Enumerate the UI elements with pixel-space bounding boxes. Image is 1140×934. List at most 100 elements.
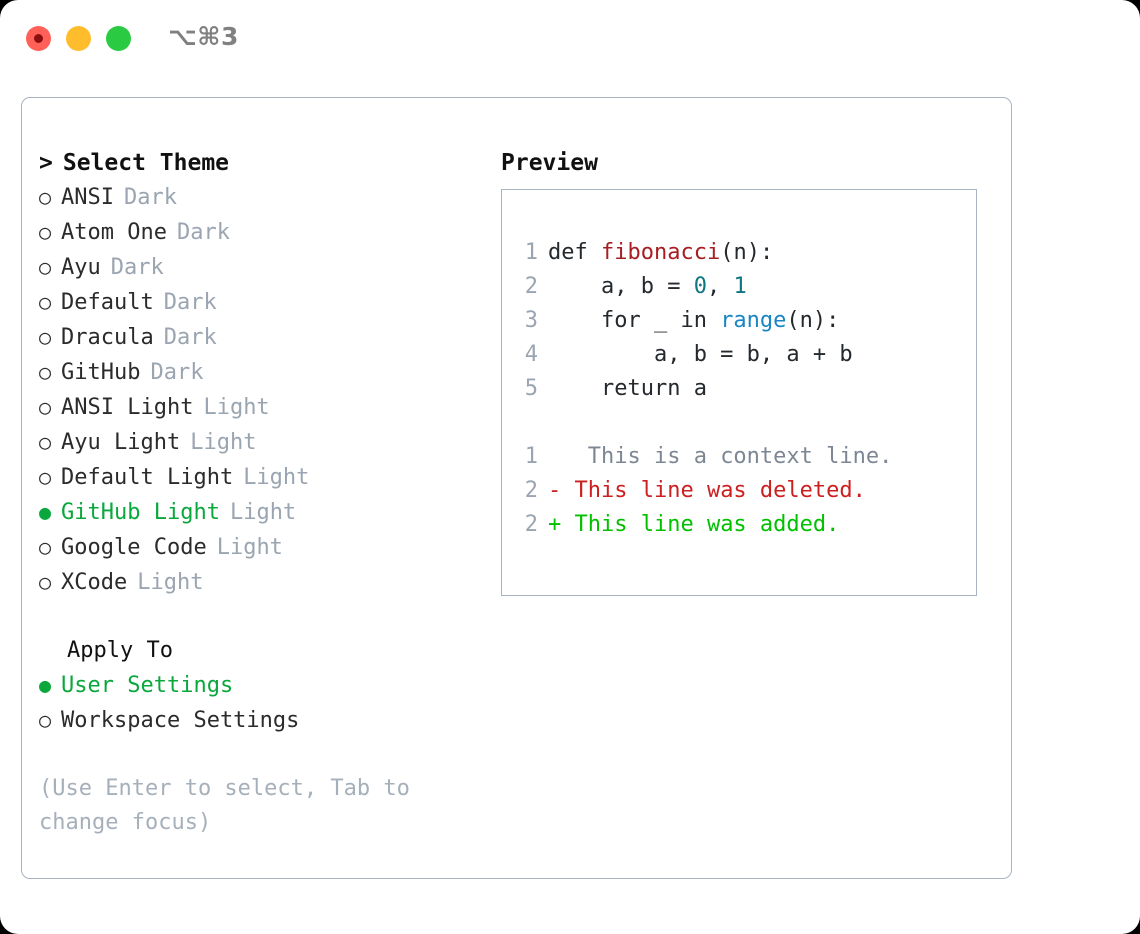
apply-to-list: ●User Settings ○ Workspace Settings: [39, 668, 489, 738]
radio-unselected-icon: ○: [39, 465, 52, 489]
diff-text: This line was deleted.: [561, 478, 866, 503]
radio-unselected-icon: ○: [39, 325, 52, 349]
code-token: def: [548, 240, 601, 265]
theme-option-tag: Dark: [176, 220, 230, 245]
diff-line: 1 This is a context line.: [516, 440, 893, 474]
theme-option-ansi[interactable]: ○ ANSI Dark: [39, 180, 489, 215]
code-token: 0: [693, 274, 707, 299]
keyboard-hint-text: (Use Enter to select, Tab to change focu…: [39, 776, 410, 835]
diff-marker: +: [548, 512, 562, 537]
theme-option-tag: Light: [216, 535, 283, 560]
theme-option-tag: Dark: [163, 325, 217, 350]
caret-icon: >: [39, 150, 53, 176]
theme-option-label: Default: [61, 290, 154, 315]
radio-unselected-icon: ○: [39, 395, 52, 419]
radio-unselected-icon: ○: [39, 570, 52, 594]
code-spacer: [516, 406, 892, 440]
theme-option-label: Dracula: [61, 325, 154, 350]
code-token: return a: [548, 376, 707, 401]
line-number: 1: [524, 240, 538, 265]
line-number: 2: [524, 512, 538, 537]
code-token: ,: [706, 274, 734, 299]
radio-unselected-icon: ○: [39, 255, 52, 279]
line-number: 5: [524, 376, 538, 401]
apply-to-option-user-settings[interactable]: ●User Settings: [39, 668, 489, 703]
theme-option-tag: Light: [203, 395, 270, 420]
theme-option-tag: Light: [243, 465, 310, 490]
theme-option-default-light[interactable]: ○ Default Light Light: [39, 460, 489, 495]
line-number: 2: [524, 478, 538, 503]
code-line: 2 a, b = 0, 1: [516, 270, 892, 304]
diff-line: 2- This line was deleted.: [516, 474, 892, 508]
traffic-light-buttons: [26, 26, 131, 51]
page-title-text: Select Theme: [62, 150, 230, 176]
theme-option-label: Ayu Light: [61, 430, 181, 455]
apply-to-option-label: Workspace Settings: [61, 708, 300, 733]
radio-unselected-icon: ○: [39, 185, 52, 209]
keyboard-shortcut-label: ⌥⌘3: [168, 22, 239, 51]
theme-option-label: XCode: [61, 570, 128, 595]
diff-line: 2+ This line was added.: [516, 508, 892, 542]
minimize-button-icon[interactable]: [66, 26, 91, 51]
line-number: 1: [524, 444, 538, 469]
diff-text: This is a context line.: [561, 444, 893, 469]
spacer: [39, 600, 489, 634]
code-line: 3 for _ in range(n):: [516, 304, 892, 338]
preview-title: Preview: [501, 150, 598, 176]
radio-unselected-icon: ○: [39, 360, 52, 384]
theme-option-default[interactable]: ○ Default Dark: [39, 285, 489, 320]
theme-option-dracula[interactable]: ○ Dracula Dark: [39, 320, 489, 355]
theme-option-github[interactable]: ○ GitHub Dark: [39, 355, 489, 390]
code-token: a, b = b, a + b: [548, 342, 853, 367]
radio-unselected-icon: ○: [39, 708, 52, 732]
code-token: a, b =: [548, 274, 694, 299]
radio-unselected-icon: ○: [39, 290, 52, 314]
line-number: 4: [524, 342, 538, 367]
line-number: 3: [524, 308, 538, 333]
theme-option-label: Atom One: [61, 220, 167, 245]
code-token: fibonacci: [600, 240, 721, 265]
apply-to-option-workspace-settings[interactable]: ○ Workspace Settings: [39, 703, 489, 738]
radio-unselected-icon: ○: [39, 535, 52, 559]
code-token: range: [720, 308, 787, 333]
theme-option-label: Default Light: [61, 465, 234, 490]
title-bar: ⌥⌘3: [0, 0, 1140, 78]
code-token: (n):: [720, 240, 774, 265]
theme-option-tag: Dark: [150, 360, 204, 385]
theme-option-label: GitHub: [61, 360, 141, 385]
theme-option-tag: Dark: [110, 255, 164, 280]
line-number: 2: [524, 274, 538, 299]
page-title: > Select Theme: [39, 146, 489, 180]
code-token: for _ in: [548, 308, 721, 333]
theme-option-atom-one[interactable]: ○ Atom One Dark: [39, 215, 489, 250]
diff-marker: -: [548, 478, 562, 503]
close-button-icon[interactable]: [26, 26, 51, 51]
apply-to-heading: Apply To: [67, 638, 173, 663]
radio-unselected-icon: ○: [39, 220, 52, 244]
theme-option-tag: Dark: [123, 185, 177, 210]
apply-to-option-label: User Settings: [61, 673, 234, 698]
theme-option-ayu[interactable]: ○ Ayu Dark: [39, 250, 489, 285]
theme-option-tag: Light: [229, 500, 297, 525]
theme-option-tag: Light: [190, 430, 257, 455]
theme-option-tag: Light: [137, 570, 204, 595]
code-line: 5 return a: [516, 372, 892, 406]
code-line: 1 def fibonacci(n):: [516, 236, 892, 270]
theme-option-xcode[interactable]: ○ XCode Light: [39, 565, 489, 600]
theme-option-label: GitHub Light: [61, 500, 220, 525]
theme-option-label: Ayu: [61, 255, 101, 280]
code-token: (n):: [786, 308, 840, 333]
zoom-button-icon[interactable]: [106, 26, 131, 51]
theme-option-label: ANSI: [61, 185, 114, 210]
theme-option-tag: Dark: [163, 290, 217, 315]
